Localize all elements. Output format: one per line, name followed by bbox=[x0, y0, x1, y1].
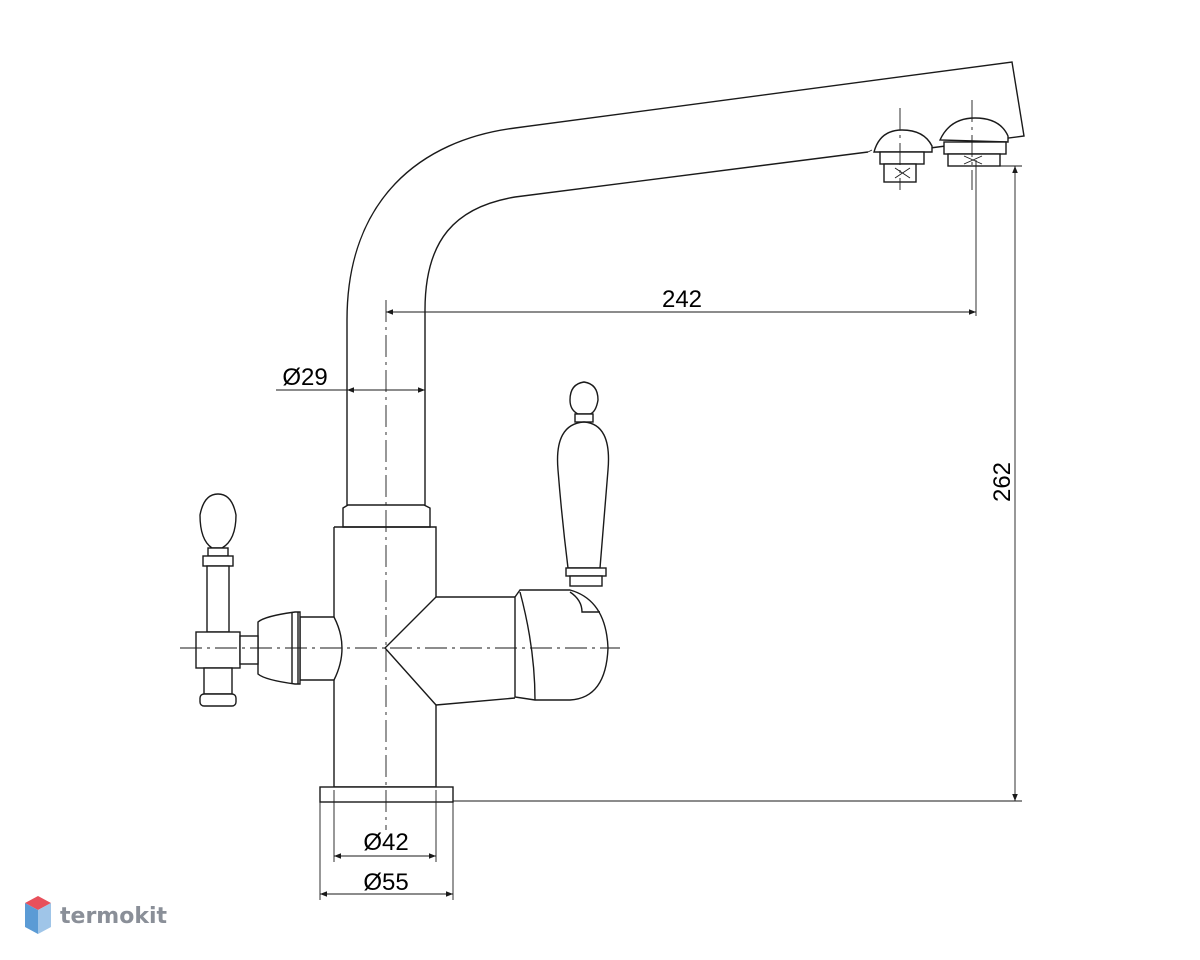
spout bbox=[346, 61, 1025, 505]
dimension-base-diameter: Ø55 bbox=[319, 802, 454, 900]
termokit-logo: termokit bbox=[25, 896, 167, 934]
dimension-height: 262 bbox=[453, 165, 1022, 802]
dimension-reach: 242 bbox=[386, 160, 977, 316]
height-label: 262 bbox=[989, 462, 1016, 502]
body-diameter-label: Ø42 bbox=[363, 829, 408, 856]
right-lever-handle bbox=[556, 381, 610, 587]
spout-diameter-label: Ø29 bbox=[282, 364, 327, 391]
logo-text: termokit bbox=[60, 904, 167, 929]
centerlines bbox=[180, 300, 620, 830]
aerator-left bbox=[873, 108, 933, 190]
left-lever-handle bbox=[195, 493, 259, 707]
aerator-right bbox=[938, 100, 1009, 190]
dimension-spout-diameter: Ø29 bbox=[276, 364, 425, 393]
reach-label: 242 bbox=[662, 286, 702, 313]
faucet-body bbox=[257, 504, 609, 803]
dimension-body-diameter: Ø42 bbox=[333, 790, 437, 862]
base-diameter-label: Ø55 bbox=[363, 869, 408, 896]
cube-icon bbox=[25, 896, 51, 934]
